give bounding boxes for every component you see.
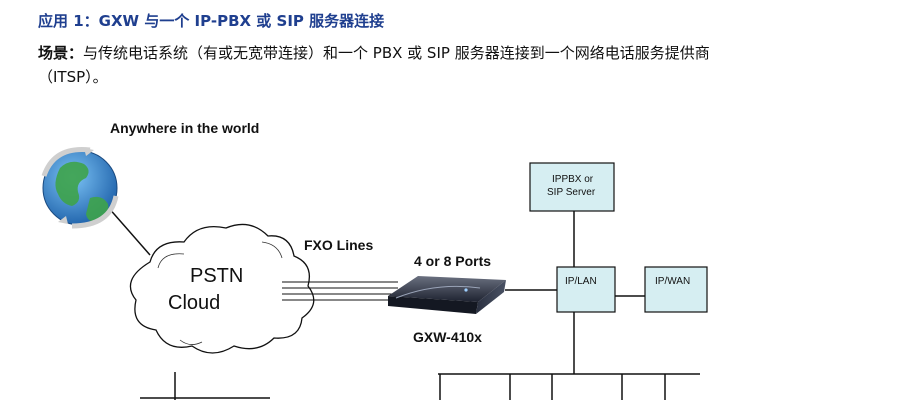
- ip-lan-label: IP/LAN: [565, 276, 597, 287]
- device-label: GXW-410x: [413, 329, 482, 345]
- globe-icon: [41, 147, 119, 229]
- gateway-device-icon: [388, 276, 506, 314]
- anywhere-label: Anywhere in the world: [110, 120, 259, 136]
- heading-title: GXW 与一个 IP-PBX 或 SIP 服务器连接: [98, 12, 385, 30]
- scenario-paragraph: 场景：与传统电话系统（有或无宽带连接）和一个 PBX 或 SIP 服务器连接到一…: [38, 41, 908, 89]
- ippbx-label-line2: SIP Server: [547, 187, 596, 198]
- lan-drop-lines: [439, 374, 666, 400]
- ip-wan-box: [644, 266, 708, 313]
- ippbx-server-box: [529, 162, 615, 212]
- ports-label: 4 or 8 Ports: [414, 253, 491, 269]
- ip-wan-label: IP/WAN: [655, 276, 690, 287]
- ippbx-label-line1: IPPBX or: [552, 174, 594, 185]
- cloud-label-line1: PSTN: [190, 265, 243, 287]
- page-heading: 应用 1：GXW 与一个 IP-PBX 或 SIP 服务器连接: [38, 10, 384, 31]
- ip-lan-box: [556, 266, 616, 313]
- cloud-icon: [129, 223, 315, 354]
- heading-prefix: 应用 1：: [38, 12, 99, 30]
- scenario-label: 场景：: [38, 44, 84, 62]
- scenario-text-line2: （ITSP）。: [38, 68, 108, 86]
- fxo-lines-label: FXO Lines: [304, 237, 373, 253]
- fxo-lines: [282, 281, 398, 301]
- cloud-label-line2: Cloud: [168, 292, 220, 314]
- scenario-text-line1: 与传统电话系统（有或无宽带连接）和一个 PBX 或 SIP 服务器连接到一个网络…: [83, 44, 710, 62]
